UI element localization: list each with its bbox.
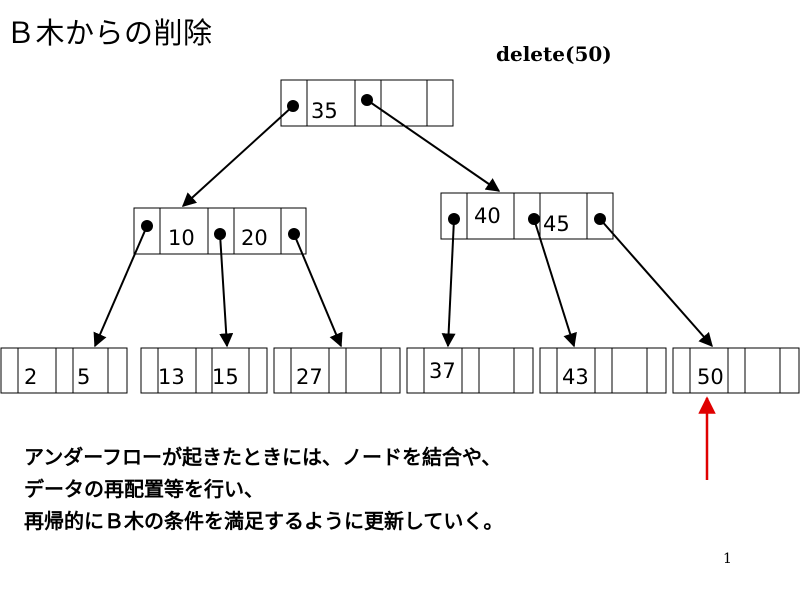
arrow-right-to-leaf5 [599, 218, 713, 348]
leaf-4-key-0: 43 [562, 365, 589, 389]
leaf-node-1: 13 15 [140, 347, 268, 394]
leaf-node-2: 27 [273, 347, 401, 394]
leaf-5-key-0: 50 [697, 365, 724, 389]
operation-label: delete(50) [496, 42, 612, 66]
leaf-node-4: 43 [539, 347, 667, 394]
arrow-right-to-leaf4 [533, 218, 577, 348]
arrow-right-to-leaf3 [441, 218, 456, 348]
arrow-root-to-right [366, 99, 501, 192]
arrow-left-to-leaf2 [293, 233, 343, 348]
description-line-1: アンダーフローが起きたときには、ノードを結合や、 [24, 445, 502, 469]
inner-right-key-0: 40 [474, 204, 501, 228]
root-node: 35 [280, 79, 454, 127]
inner-left-key-1: 20 [241, 226, 268, 250]
description-line-3: 再帰的にＢ木の条件を満足するように更新していく。 [24, 509, 504, 533]
pointer-arrows [93, 99, 713, 348]
slide-title: Ｂ木からの削除 [6, 16, 213, 50]
leaf-1-key-0: 13 [158, 365, 185, 389]
inner-right-key-1: 45 [543, 212, 570, 236]
description-text: アンダーフローが起きたときには、ノードを結合や、 データの再配置等を行い、 再帰… [24, 441, 503, 537]
leaf-node-0: 2 5 [0, 347, 128, 394]
root-key-0: 35 [311, 99, 338, 123]
description-line-2: データの再配置等を行い、 [24, 477, 264, 501]
leaf-2-key-0: 27 [296, 365, 323, 389]
leaf-node-5: 50 [672, 347, 800, 394]
leaf-3-key-0: 37 [429, 359, 456, 383]
inner-node-right: 40 45 [440, 192, 614, 240]
leaf-0-key-1: 5 [77, 365, 90, 389]
leaf-0-key-0: 2 [24, 365, 37, 389]
page-number: 1 [723, 551, 732, 567]
arrow-root-to-left [181, 105, 294, 207]
leaf-node-3: 37 [406, 347, 534, 394]
arrow-left-to-leaf0 [93, 225, 148, 348]
inner-node-left: 10 20 [133, 207, 307, 255]
inner-left-key-0: 10 [168, 226, 195, 250]
arrow-left-to-leaf1 [219, 233, 234, 348]
leaf-1-key-1: 15 [212, 365, 239, 389]
